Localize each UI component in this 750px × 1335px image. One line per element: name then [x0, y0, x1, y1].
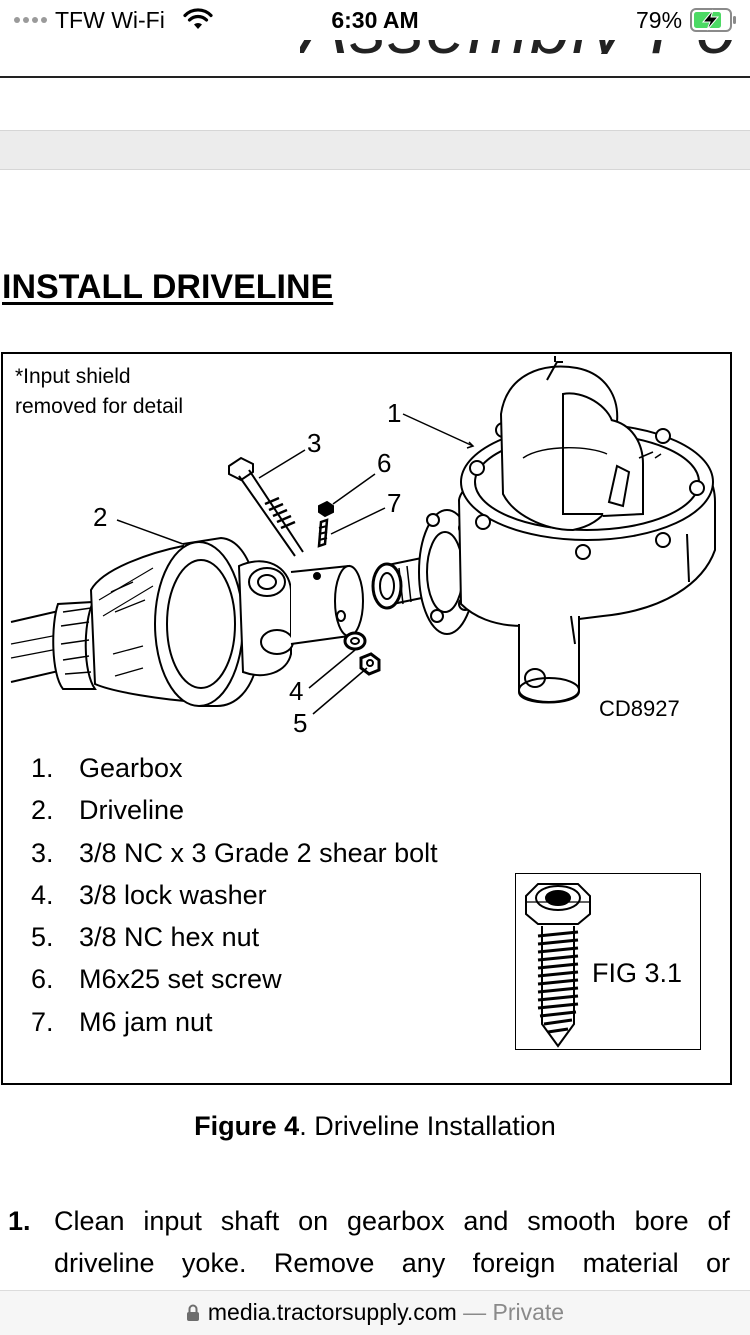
- list-item: 5. 3/8 NC hex nut: [31, 921, 438, 963]
- drawing-code: CD8927: [599, 696, 680, 721]
- private-label: — Private: [456, 1299, 565, 1325]
- part-label: M6 jam nut: [79, 1006, 213, 1037]
- url-display[interactable]: media.tractorsupply.com — Private: [0, 1299, 750, 1326]
- clock: 6:30 AM: [331, 7, 419, 33]
- figure-note-line: *Input shield: [15, 365, 131, 388]
- header-divider: [0, 76, 750, 78]
- part-label: M6x25 set screw: [79, 964, 282, 995]
- battery-charging-icon: [690, 8, 736, 32]
- carrier-name: TFW Wi-Fi: [55, 7, 165, 33]
- figure-box: *Input shield removed for detail: [1, 352, 732, 1085]
- driveline-exploded-diagram: 1 2 3 6 7 4 5: [10, 356, 716, 738]
- part-number: 4.: [31, 879, 54, 910]
- list-item: 7. M6 jam nut: [31, 1006, 438, 1048]
- part-label: 3/8 NC x 3 Grade 2 shear bolt: [79, 837, 438, 868]
- list-item: 1. Gearbox: [31, 752, 438, 794]
- callout-number: 4: [289, 676, 303, 706]
- figure-caption: Figure 4. Driveline Installation: [0, 1111, 750, 1142]
- part-label: Gearbox: [79, 753, 183, 783]
- step-number: 1.: [8, 1206, 31, 1236]
- signal-strength-icon: [14, 17, 47, 23]
- part-number: 3.: [31, 837, 54, 868]
- part-number: 2.: [31, 795, 54, 826]
- callout-leaders: [116, 413, 475, 715]
- callout-number: 5: [293, 708, 307, 738]
- browser-url-bar[interactable]: media.tractorsupply.com — Private: [0, 1290, 750, 1335]
- part-number: 7.: [31, 1006, 54, 1037]
- part-number: 6.: [31, 964, 54, 995]
- inset-label: FIG 3.1: [592, 958, 683, 988]
- driveline-drawing: [10, 536, 364, 707]
- battery-percentage: 79%: [636, 7, 683, 33]
- shear-bolt-drawing: [228, 456, 304, 557]
- instruction-step: 1. Clean input shaft on gearbox and smoo…: [8, 1200, 730, 1284]
- figure-caption-text: . Driveline Installation: [299, 1111, 556, 1141]
- callout-number: 2: [93, 502, 107, 532]
- section-title: INSTALL DRIVELINE: [2, 268, 334, 306]
- lock-icon: [186, 1304, 199, 1321]
- page-break-band: [0, 130, 750, 170]
- step-text: Clean input shaft on gearbox and smooth …: [54, 1206, 730, 1278]
- callout-number: 6: [377, 448, 391, 478]
- callout-number: 7: [387, 488, 401, 518]
- list-item: 3. 3/8 NC x 3 Grade 2 shear bolt: [31, 837, 438, 879]
- gearbox-drawing: [418, 356, 716, 704]
- figure-caption-number: Figure 4: [194, 1111, 300, 1141]
- part-number: 5.: [31, 922, 54, 953]
- part-label: Driveline: [79, 795, 185, 826]
- part-label: 3/8 NC hex nut: [79, 922, 260, 953]
- wifi-icon: [183, 8, 213, 29]
- shear-bolt-inset: FIG 3.1: [515, 873, 701, 1050]
- shear-bolt-detail-drawing: [525, 883, 591, 1048]
- figure-note-line: removed for detail: [15, 395, 184, 418]
- callout-number: 3: [307, 428, 321, 458]
- part-label: 3/8 lock washer: [79, 879, 267, 910]
- callout-number: 1: [387, 398, 401, 428]
- list-item: 4. 3/8 lock washer: [31, 879, 438, 921]
- list-item: 6. M6x25 set screw: [31, 963, 438, 1005]
- parts-list: 1. Gearbox 2. Driveline 3. 3/8 NC x 3 Grade…: [31, 752, 438, 1048]
- set-screw-drawing: [317, 500, 334, 548]
- washer-and-nut-drawing: [343, 631, 381, 676]
- part-number: 1.: [31, 753, 54, 783]
- status-bar: TFW Wi-Fi 6:30 AM 79%: [0, 0, 750, 40]
- url-domain: media.tractorsupply.com: [207, 1299, 457, 1325]
- list-item: 2. Driveline: [31, 794, 438, 836]
- figure-note: *Input shield removed for detail: [15, 362, 183, 422]
